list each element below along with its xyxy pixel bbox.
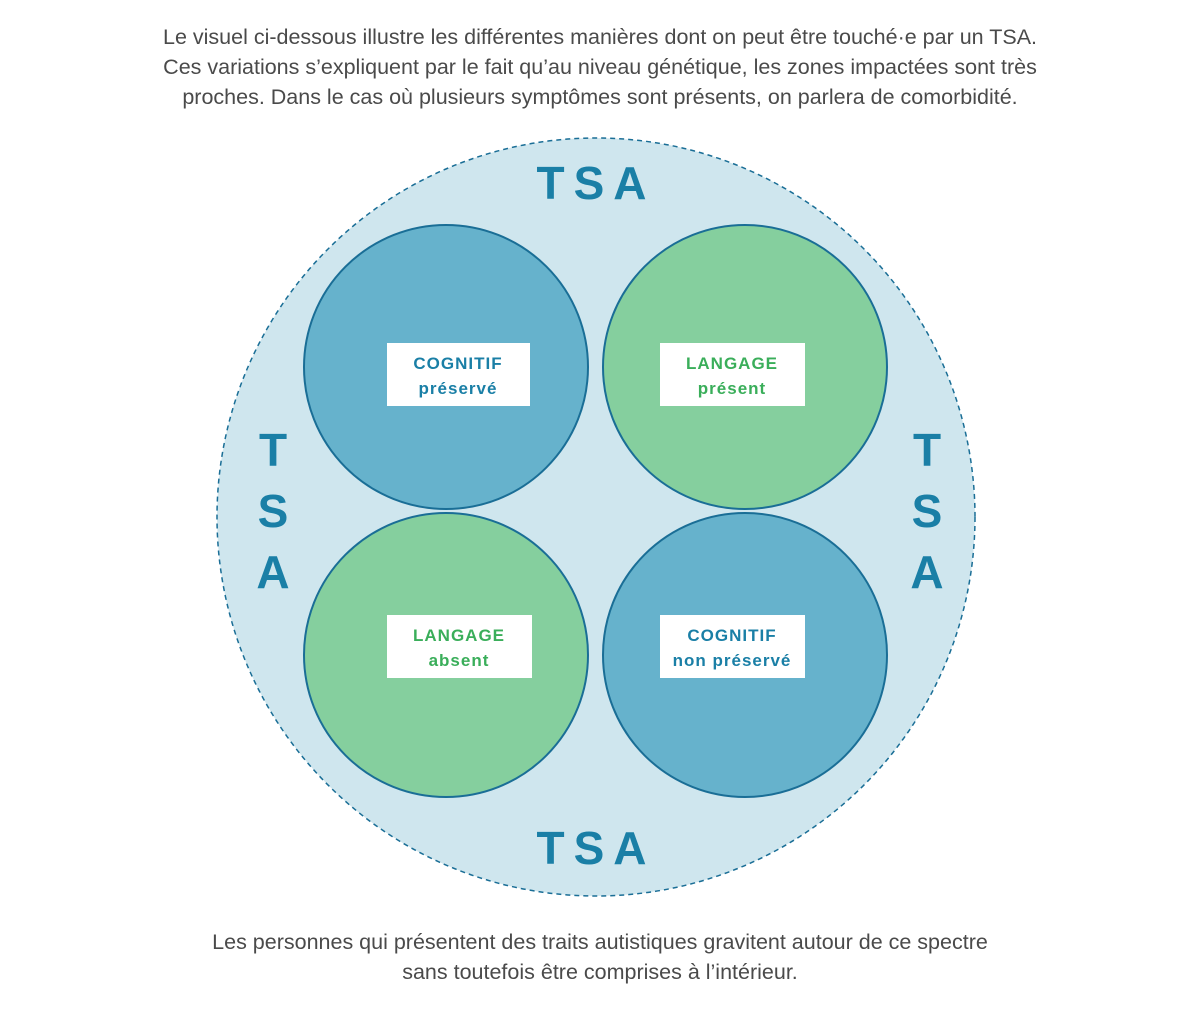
box-langage-present-line2: présent	[698, 379, 766, 398]
tsa-right-letter-a: A	[910, 546, 943, 598]
outro-text: Les personnes qui présentent des traits …	[0, 927, 1200, 987]
tsa-right-letter-s: S	[912, 485, 943, 537]
outer-tsa-circle	[216, 137, 976, 897]
outro-line-2: sans toutefois être comprises à l’intéri…	[402, 960, 798, 984]
box-cognitif-non-preserve-line2: non préservé	[673, 651, 792, 670]
box-cognitif-non-preserve-line1: COGNITIF	[687, 626, 776, 645]
tsa-right-letter-t: T	[913, 424, 941, 476]
tsa-left-letter-t: T	[259, 424, 287, 476]
intro-text: Le visuel ci-dessous illustre les différ…	[0, 22, 1200, 112]
outline-top-right	[602, 224, 888, 510]
box-langage-absent-line1: LANGAGE	[413, 626, 505, 645]
outro-line-1: Les personnes qui présentent des traits …	[212, 930, 988, 954]
outline-top-left	[303, 224, 589, 510]
tsa-left-letter-s: S	[258, 485, 289, 537]
box-langage-absent: LANGAGE absent	[387, 615, 532, 678]
box-cognitif-preserve: COGNITIF préservé	[387, 343, 530, 406]
box-cognitif-non-preserve: COGNITIF non préservé	[660, 615, 805, 678]
tsa-left-letter-a: A	[256, 546, 289, 598]
box-langage-present-line1: LANGAGE	[686, 354, 778, 373]
box-langage-present: LANGAGE présent	[660, 343, 805, 406]
box-cognitif-preserve-line2: préservé	[419, 379, 498, 398]
intro-line-2: Ces variations s’expliquent par le fait …	[163, 55, 1037, 79]
outline-bottom-right	[602, 512, 888, 798]
tsa-label-bottom: TSA	[537, 822, 656, 874]
intro-line-3: proches. Dans le cas où plusieurs symptô…	[182, 85, 1018, 109]
box-cognitif-preserve-line1: COGNITIF	[413, 354, 502, 373]
outline-bottom-left	[303, 512, 589, 798]
intro-line-1: Le visuel ci-dessous illustre les différ…	[162, 25, 1038, 49]
box-langage-absent-line2: absent	[429, 651, 490, 670]
tsa-label-top: TSA	[537, 157, 656, 209]
